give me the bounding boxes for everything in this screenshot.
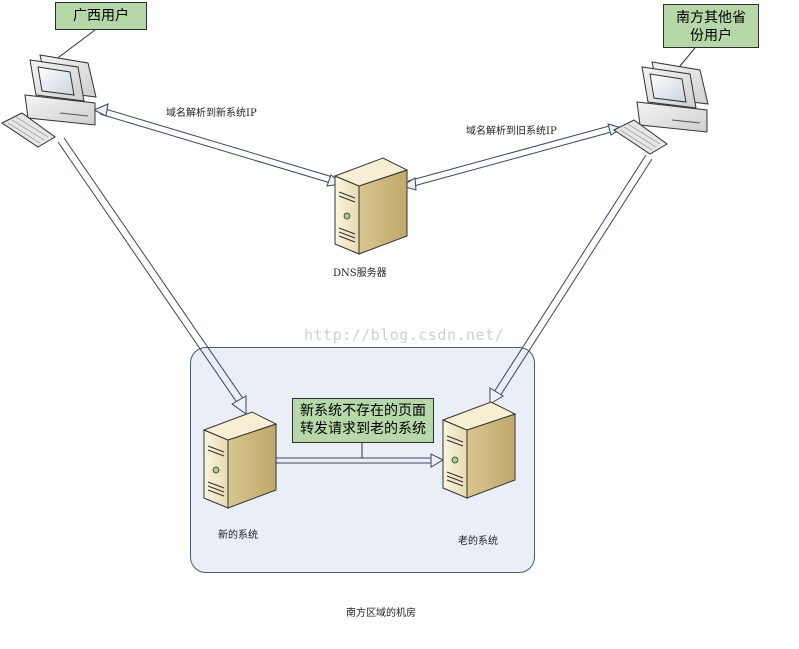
guangxi-user-label: 广西用户 bbox=[73, 8, 129, 24]
edge-label-new-ip: 域名解析到新系统IP bbox=[166, 108, 257, 119]
forward-note-line1: 新系统不存在的页面 bbox=[300, 403, 426, 419]
machine-room-label: 南方区域的机房 bbox=[346, 608, 416, 619]
other-user-label-line1: 南方其他省 bbox=[676, 10, 746, 26]
server-icon bbox=[441, 401, 517, 499]
forward-note-callout: 新系统不存在的页面 转发请求到老的系统 bbox=[292, 398, 434, 443]
server-icon bbox=[202, 411, 278, 509]
other-user-label-line2: 份用户 bbox=[690, 28, 732, 44]
arrow-guangxi-dns bbox=[92, 103, 344, 187]
old-system-label: 老的系统 bbox=[458, 536, 498, 547]
arrow-newsystem-oldsystem bbox=[275, 442, 445, 468]
edge-label-old-ip: 域名解析到旧系统IP bbox=[466, 126, 557, 137]
arrow-guangxi-newsystem bbox=[57, 137, 247, 415]
callout-pointer-guangxi bbox=[54, 29, 96, 61]
computer-icon bbox=[1, 54, 97, 148]
dns-server-label: DNS服务器 bbox=[333, 268, 387, 279]
server-icon bbox=[333, 157, 409, 255]
arrow-dns-otheruser bbox=[400, 123, 624, 191]
forward-note-line2: 转发请求到老的系统 bbox=[300, 421, 426, 437]
guangxi-user-callout: 广西用户 bbox=[55, 2, 147, 30]
new-system-label: 新的系统 bbox=[218, 530, 258, 541]
arrow-otheruser-oldsystem bbox=[489, 154, 653, 405]
other-user-callout: 南方其他省 份用户 bbox=[663, 4, 759, 48]
watermark-text: http://blog.csdn.net/ bbox=[304, 326, 505, 344]
computer-icon bbox=[613, 61, 709, 155]
